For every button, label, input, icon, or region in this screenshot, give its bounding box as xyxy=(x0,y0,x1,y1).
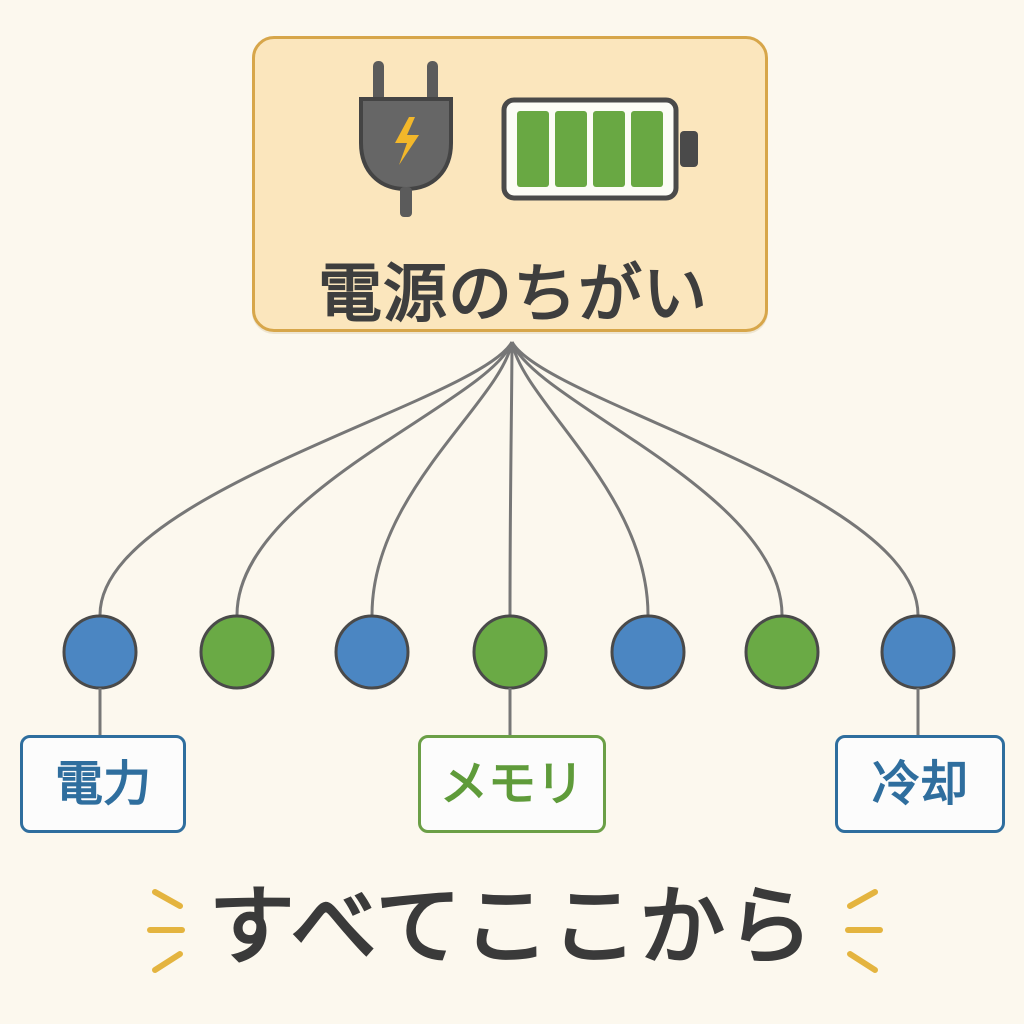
connection-line xyxy=(370,341,514,616)
connection-line xyxy=(510,341,650,616)
left-spark-icon xyxy=(147,889,185,973)
connection-line xyxy=(508,341,514,616)
connection-line xyxy=(510,341,784,616)
connection-line xyxy=(235,341,514,616)
right-spark-icon xyxy=(845,889,883,973)
footer-caption: すべてここから xyxy=(208,877,816,977)
green-node xyxy=(199,614,275,690)
green-node xyxy=(744,614,820,690)
label-power: 電力 xyxy=(20,735,186,833)
blue-node xyxy=(610,614,686,690)
connection-line xyxy=(510,341,920,616)
label-memory: メモリ xyxy=(418,735,606,833)
plug-icon xyxy=(359,61,453,217)
blue-node xyxy=(334,614,410,690)
node-row xyxy=(62,614,956,690)
label-cooling: 冷却 xyxy=(835,735,1005,833)
title: 電源のちがい xyxy=(318,258,708,332)
blue-node xyxy=(880,614,956,690)
battery-icon xyxy=(501,97,698,201)
green-node xyxy=(472,614,548,690)
label-connectors xyxy=(98,688,920,736)
connection-line xyxy=(98,341,514,616)
blue-node xyxy=(62,614,138,690)
connection-lines xyxy=(98,341,920,616)
power-source-box: 電源のちがい xyxy=(252,36,768,332)
